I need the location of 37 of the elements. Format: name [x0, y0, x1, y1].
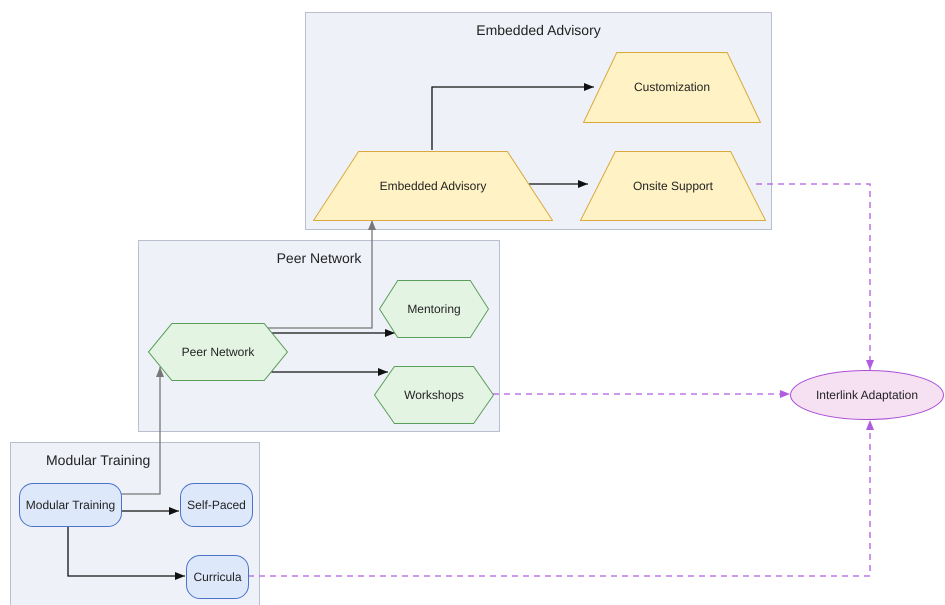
arrow: [270, 368, 388, 376]
node-label: Mentoring: [406, 302, 462, 316]
node-label: Interlink Adaptation: [814, 388, 920, 402]
trapezoid-node: [313, 151, 553, 221]
arrow: [121, 507, 179, 515]
node-label: Modular Training: [24, 498, 116, 512]
rounded-box: [19, 483, 122, 527]
rounded-box: [186, 555, 249, 599]
hexagon-node: [148, 323, 288, 381]
arrow: [272, 329, 395, 337]
hexagon-node: [374, 366, 494, 424]
trapezoid-node: [580, 151, 766, 221]
group-panel: [305, 12, 772, 230]
node-label: Onsite Support: [632, 178, 714, 194]
rounded-box: [180, 483, 253, 527]
group-panel: [138, 240, 500, 432]
dashed-arrow: [756, 183, 874, 370]
group-heading: Modular Training: [46, 451, 150, 470]
group-panel: [10, 442, 260, 605]
node-label: Workshops: [403, 388, 465, 402]
group-heading: Embedded Advisory: [475, 21, 602, 40]
arrow: [121, 367, 164, 495]
node-label: Customization: [632, 80, 712, 95]
node-label: Self-Paced: [186, 498, 247, 512]
dashed-arrow: [248, 420, 874, 577]
hexagon-node: [379, 280, 489, 338]
arrow: [529, 180, 588, 188]
arrow: [268, 220, 376, 329]
node-label: Peer Network: [180, 344, 256, 360]
dashed-arrow: [493, 390, 790, 398]
ellipse-node: [790, 370, 944, 420]
node-label: Embedded Advisory: [378, 178, 488, 194]
trapezoid-node: [583, 52, 761, 123]
arrow: [431, 83, 594, 150]
group-heading: Peer Network: [276, 249, 362, 268]
arrow: [67, 526, 185, 580]
node-label: Curricula: [192, 570, 242, 584]
